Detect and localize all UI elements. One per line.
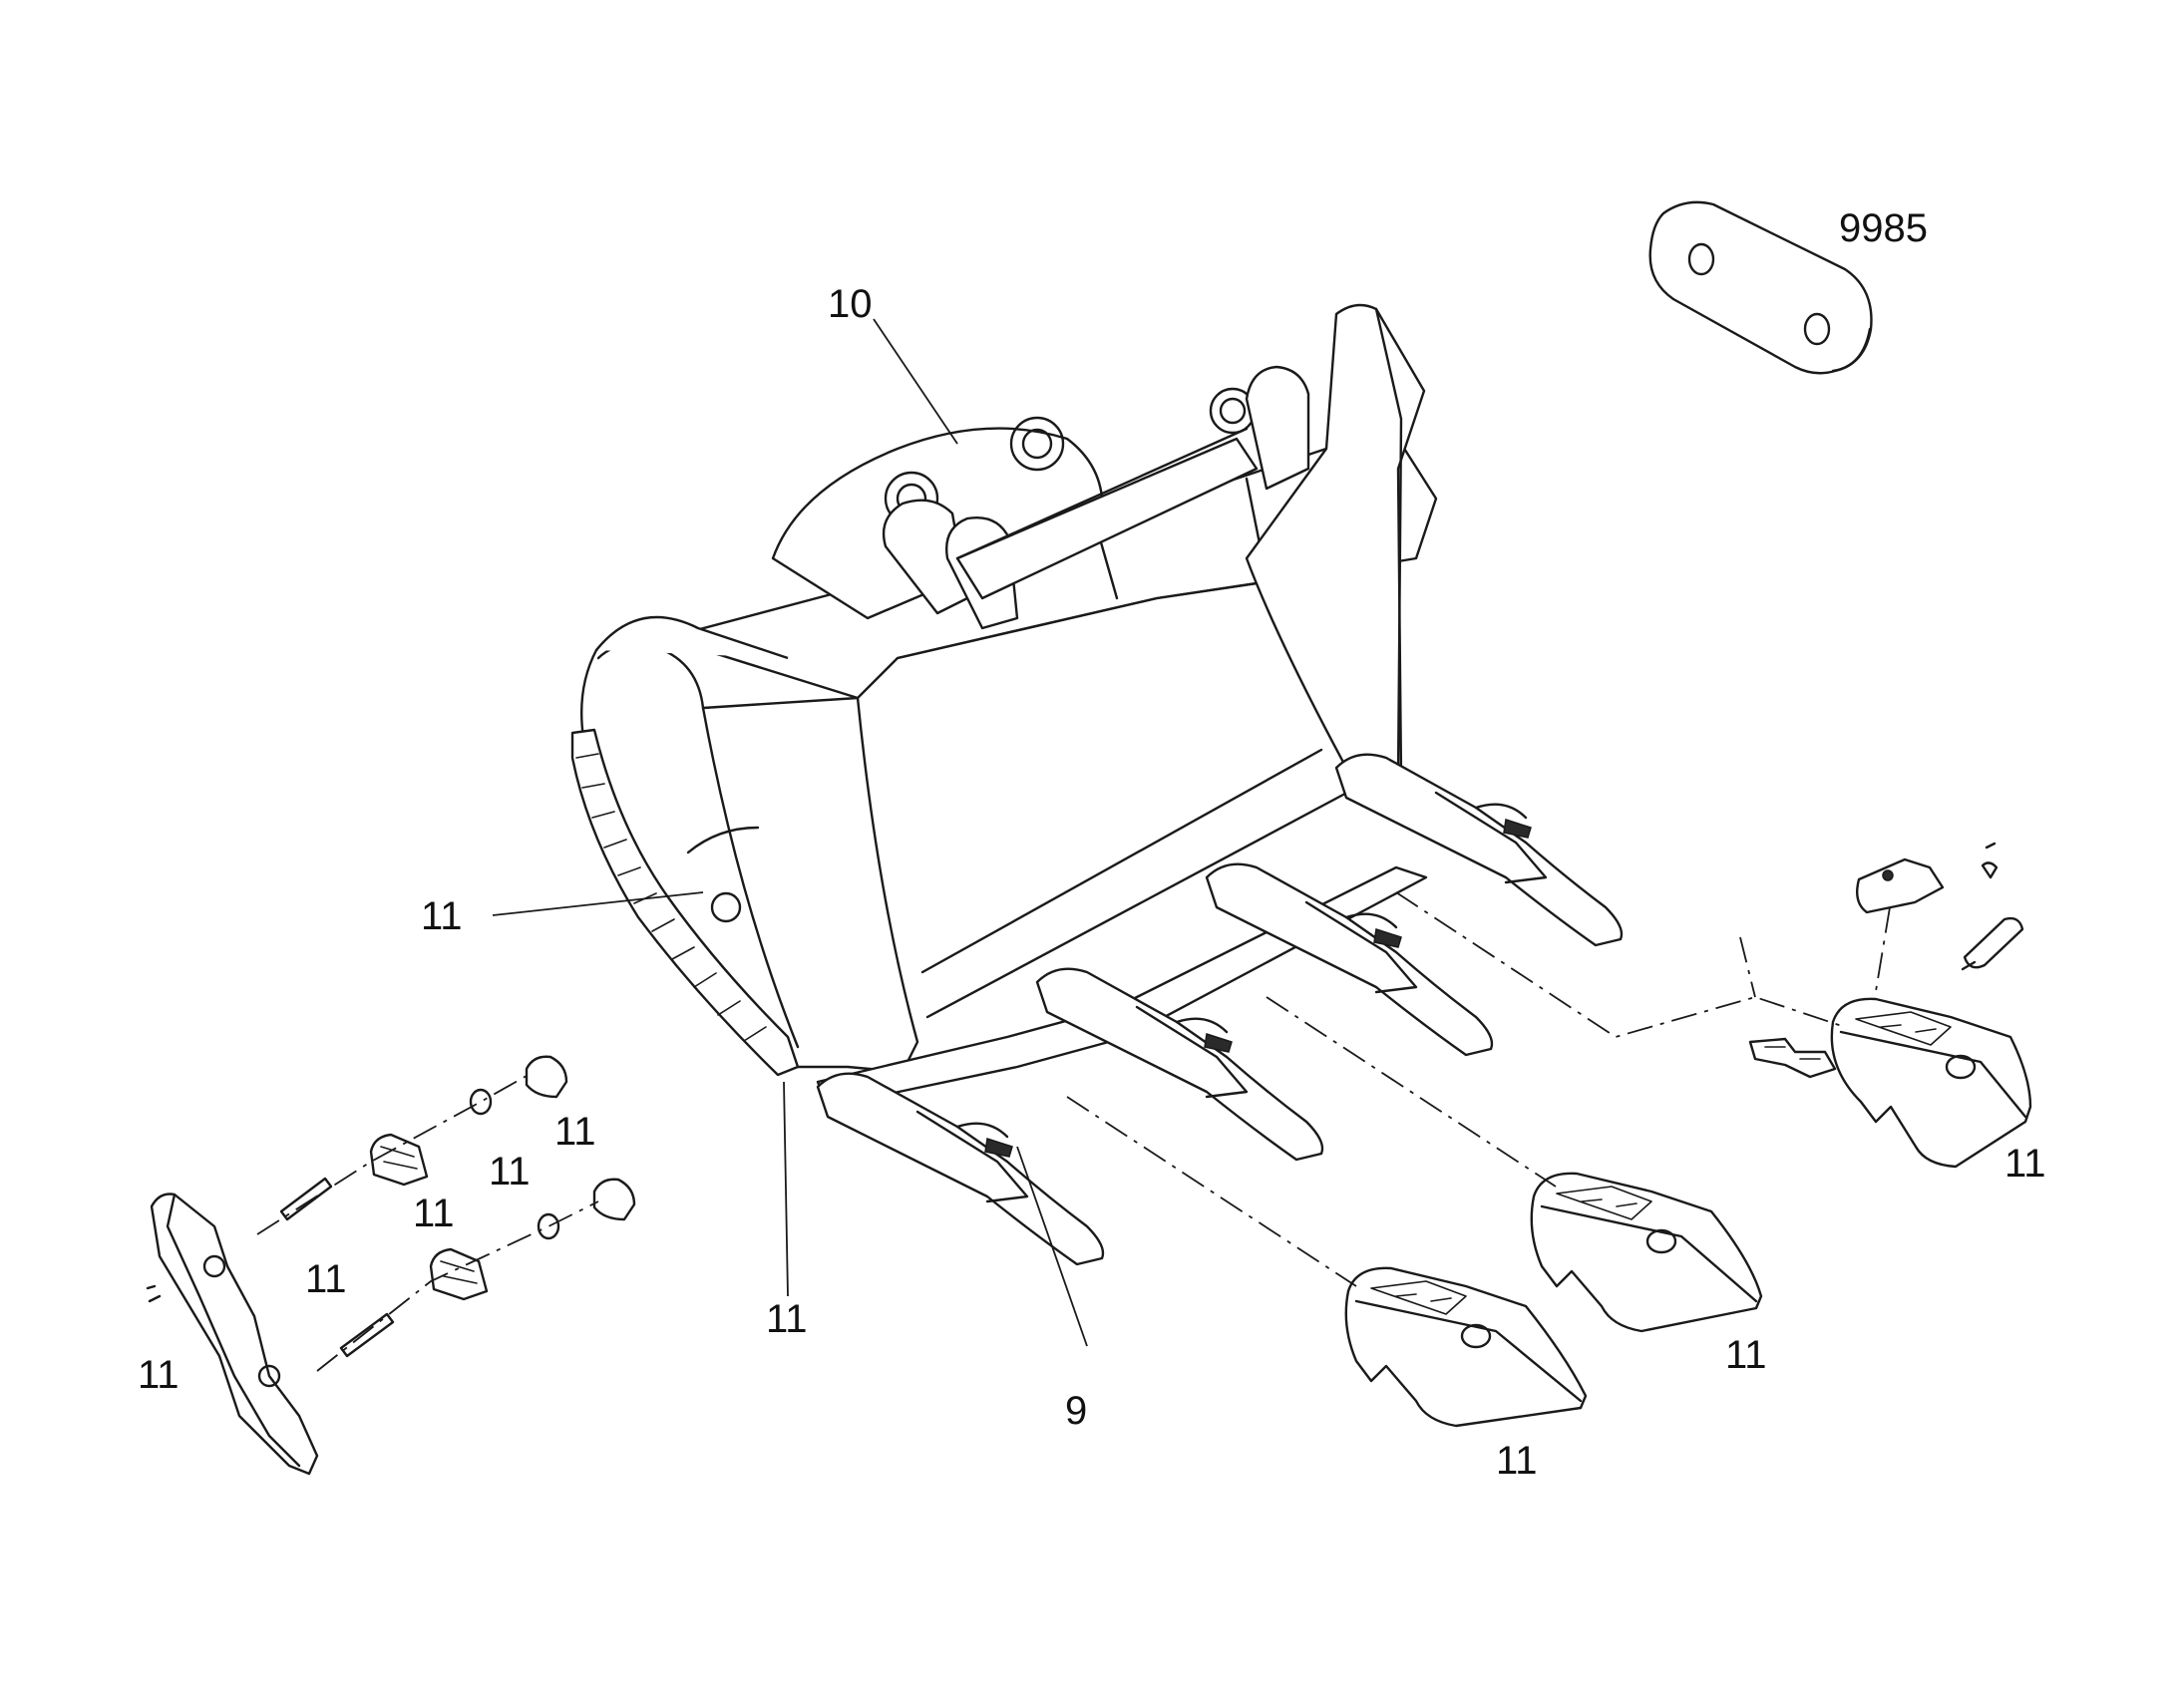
callout-11-pin-b: 11 bbox=[489, 1150, 531, 1194]
tip-cover-middle bbox=[1530, 1172, 1763, 1333]
plate-part-9985 bbox=[1648, 200, 1873, 375]
callout-11-side-cutter: 11 bbox=[138, 1353, 180, 1397]
callout-9985: 9985 bbox=[1839, 206, 1928, 250]
callout-9: 9 bbox=[1065, 1389, 1087, 1433]
bucket-part-10 bbox=[570, 303, 1438, 1109]
callout-11-pin-d: 11 bbox=[305, 1257, 347, 1301]
callout-11-pin-a: 11 bbox=[554, 1110, 596, 1154]
leader-lines bbox=[492, 318, 1088, 1347]
side-cutter-assembly bbox=[146, 1055, 636, 1476]
callout-11-tip-bottom: 11 bbox=[1496, 1439, 1538, 1483]
tip-cover-bottom bbox=[1344, 1266, 1588, 1428]
assembly-lines bbox=[256, 891, 1891, 1372]
callout-11-tip-middle: 11 bbox=[1725, 1333, 1767, 1377]
callout-10: 10 bbox=[828, 282, 873, 326]
callout-11-side-plate: 11 bbox=[421, 894, 463, 938]
callout-11-cutting-edge: 11 bbox=[766, 1297, 808, 1341]
callout-labels: 9985 10 11 11 11 11 11 11 11 9 11 11 11 bbox=[138, 206, 2046, 1483]
callout-11-tip-right: 11 bbox=[2004, 1142, 2046, 1186]
callout-11-pin-c: 11 bbox=[413, 1192, 455, 1235]
tip-cover-right bbox=[1748, 842, 2032, 1169]
teeth-part-9 bbox=[816, 753, 1624, 1266]
